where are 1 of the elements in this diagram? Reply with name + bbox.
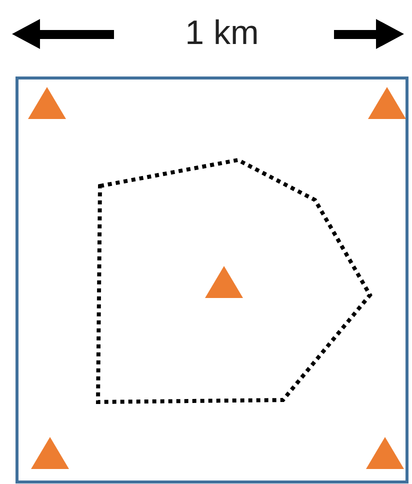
dimension-label: 1 km (184, 13, 260, 54)
